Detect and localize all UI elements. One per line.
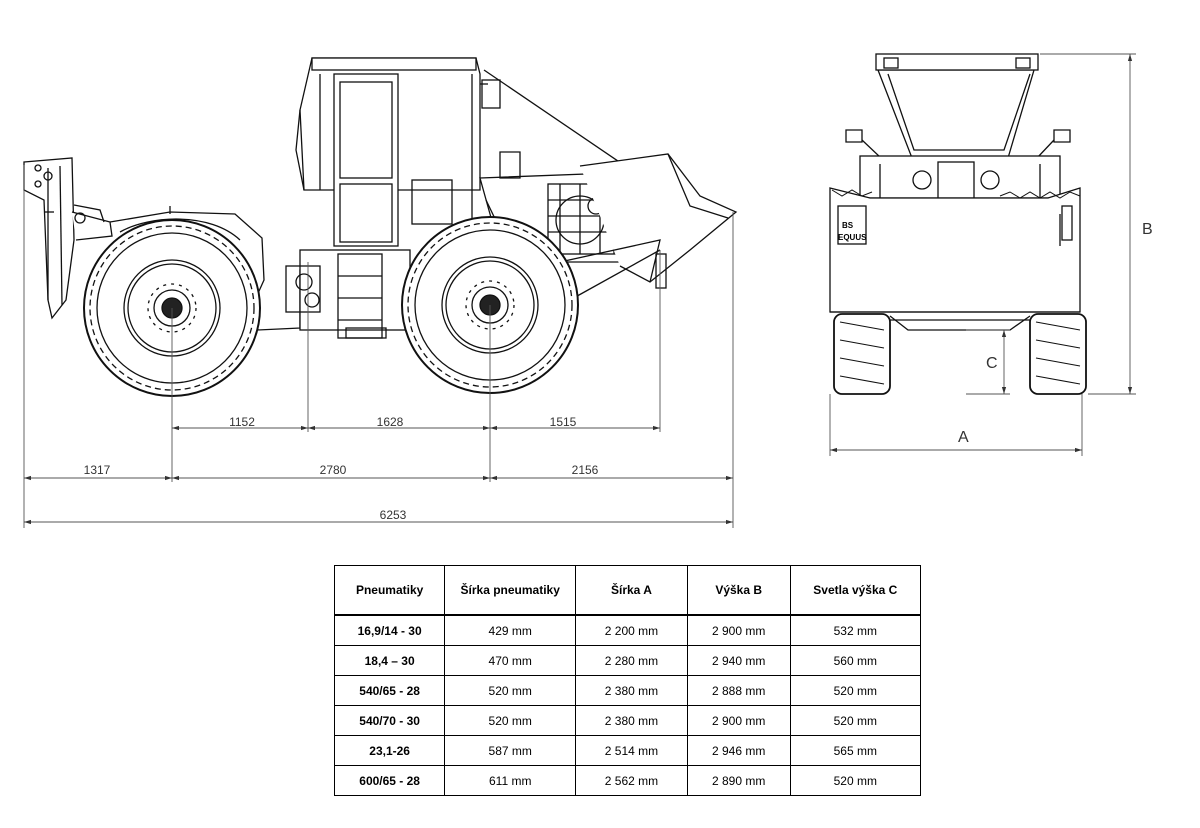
dim-label-1317: 1317	[84, 463, 111, 477]
table-cell: 2 200 mm	[575, 614, 688, 646]
side-dimensions	[23, 165, 734, 528]
header-width-a: Šírka A	[575, 565, 688, 616]
machine-label-equus: EQUUS	[838, 233, 867, 242]
dim-label-a: A	[958, 429, 969, 446]
table-cell: 520 mm	[789, 675, 922, 706]
table-cell: 520 mm	[789, 705, 922, 736]
dim-label-b: B	[1142, 221, 1153, 238]
table-row: 540/65 - 28 520 mm 2 380 mm 2 888 mm 520…	[333, 675, 922, 706]
dim-label-c: C	[986, 355, 998, 372]
table-cell: 560 mm	[789, 645, 922, 676]
table-cell: 2 888 mm	[686, 675, 791, 706]
machine-label-bs: BS	[842, 221, 854, 230]
table-cell: 2 946 mm	[686, 735, 791, 766]
table-cell: 429 mm	[444, 614, 577, 646]
front-dimensions	[829, 53, 1136, 456]
table-cell: 600/65 - 28	[333, 765, 446, 796]
dim-label-1628: 1628	[377, 415, 404, 429]
table-cell: 520 mm	[444, 675, 577, 706]
front-view-labels: BS EQUUS	[838, 221, 867, 242]
rear-blade	[23, 157, 113, 320]
table-cell: 540/65 - 28	[333, 675, 446, 706]
table-row: 18,4 – 30 470 mm 2 280 mm 2 940 mm 560 m…	[333, 645, 922, 676]
table-cell: 2 900 mm	[686, 705, 791, 736]
dim-label-1152: 1152	[229, 415, 255, 429]
front-blade	[559, 153, 738, 301]
table-row: 600/65 - 28 611 mm 2 562 mm 2 890 mm 520…	[333, 765, 922, 796]
side-view	[23, 57, 738, 397]
table-cell: 2 514 mm	[575, 735, 688, 766]
dim-label-2156: 2156	[572, 463, 599, 477]
table-cell: 532 mm	[789, 614, 922, 646]
cab	[295, 57, 501, 250]
table-cell: 2 380 mm	[575, 705, 688, 736]
technical-drawing: 1152 1628 1515 1317 2780 2156 6253	[23, 53, 1153, 528]
table-cell: 2 940 mm	[686, 645, 791, 676]
dim-label-1515: 1515	[550, 415, 577, 429]
table-cell: 16,9/14 - 30	[333, 614, 446, 646]
table-row: 16,9/14 - 30 429 mm 2 200 mm 2 900 mm 53…	[333, 614, 922, 646]
dim-label-2780: 2780	[320, 463, 347, 477]
center-frame	[285, 249, 411, 339]
side-dimension-labels: 1152 1628 1515 1317 2780 2156 6253	[84, 415, 599, 522]
table-header-row: Pneumatiky Šírka pneumatiky Šírka A Výšk…	[333, 565, 922, 616]
dim-label-6253: 6253	[380, 508, 407, 522]
header-height-b: Výška B	[686, 565, 791, 616]
header-tire-width: Šírka pneumatiky	[444, 565, 577, 616]
table-cell: 18,4 – 30	[333, 645, 446, 676]
table-cell: 23,1-26	[333, 735, 446, 766]
table-row: 23,1-26 587 mm 2 514 mm 2 946 mm 565 mm	[333, 735, 922, 766]
table-row: 540/70 - 30 520 mm 2 380 mm 2 900 mm 520…	[333, 705, 922, 736]
header-tires: Pneumatiky	[333, 565, 446, 616]
table-cell: 520 mm	[789, 765, 922, 796]
table-cell: 540/70 - 30	[333, 705, 446, 736]
table-cell: 470 mm	[444, 645, 577, 676]
table-cell: 2 280 mm	[575, 645, 688, 676]
tire-spec-table: Pneumatiky Šírka pneumatiky Šírka A Výšk…	[333, 565, 922, 796]
table-cell: 611 mm	[444, 765, 577, 796]
table-cell: 565 mm	[789, 735, 922, 766]
table-cell: 520 mm	[444, 705, 577, 736]
table-cell: 2 900 mm	[686, 614, 791, 646]
table-cell: 2 562 mm	[575, 765, 688, 796]
front-view	[829, 53, 1087, 395]
front-dimension-labels: B C A	[958, 221, 1153, 446]
table-cell: 587 mm	[444, 735, 577, 766]
table-cell: 2 380 mm	[575, 675, 688, 706]
header-clearance-c: Svetla výška C	[789, 565, 922, 616]
table-cell: 2 890 mm	[686, 765, 791, 796]
